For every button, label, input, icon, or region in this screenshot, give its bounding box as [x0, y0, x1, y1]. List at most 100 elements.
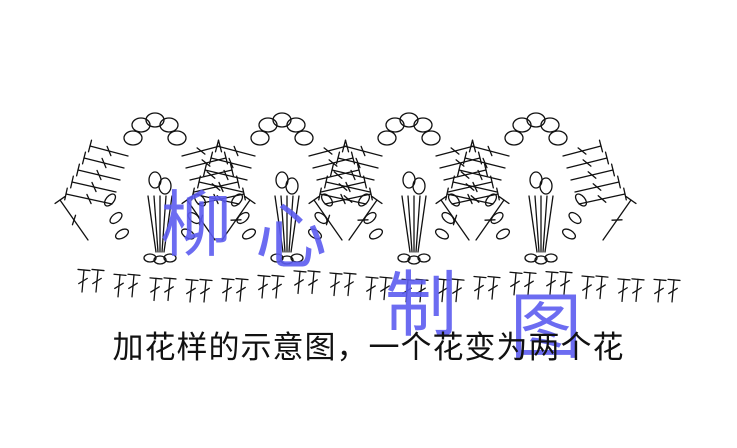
dc-top-bar — [235, 277, 249, 281]
double-crochet-symbol — [379, 276, 393, 301]
dc-cross — [258, 283, 268, 291]
chain-stitch-symbol — [534, 255, 548, 265]
chain-stitch-symbol — [258, 117, 278, 133]
dc-cross — [86, 193, 92, 205]
dc-top-bar — [451, 175, 455, 189]
dc-cross — [201, 159, 211, 167]
chain-stitch-symbol — [280, 255, 294, 265]
double-crochet-symbol — [199, 278, 213, 303]
dc-top-bar — [329, 163, 335, 177]
dc-cross — [128, 282, 138, 290]
double-crochet-symbol — [113, 273, 127, 298]
dc-top-bar — [329, 272, 343, 275]
dc-top-bar — [202, 163, 208, 177]
dc-top-bar — [523, 271, 537, 274]
base-double-crochet-pair — [653, 278, 681, 303]
dc-cross — [452, 287, 462, 294]
chain-stitch-symbol — [544, 253, 558, 263]
dc-cross — [92, 277, 102, 285]
dc-top-bar — [498, 195, 510, 205]
double-crochet-symbol — [75, 163, 121, 181]
dc-cross — [106, 145, 112, 157]
double-crochet-symbol — [566, 151, 610, 169]
dc-top-bar — [401, 278, 415, 281]
dc-cross — [582, 284, 592, 291]
chain-stitch-symbol — [285, 177, 299, 195]
chain-stitch-symbol — [526, 112, 546, 128]
chain-stitch-symbol — [368, 228, 384, 240]
double-crochet-symbol — [343, 272, 357, 297]
dc-cross — [333, 171, 343, 179]
double-crochet-symbol — [631, 278, 645, 303]
dc-cross — [78, 277, 88, 285]
dc-top-bar — [324, 175, 328, 189]
double-crochet-symbol — [221, 277, 235, 302]
chain-stitch-symbol — [377, 130, 397, 146]
dc-top-bar — [214, 139, 220, 153]
dc-cross — [340, 193, 346, 205]
double-crochet-symbol — [54, 195, 89, 241]
double-crochet-symbol — [365, 276, 379, 301]
dc-top-bar — [307, 270, 321, 273]
chain-stitch-symbol — [539, 177, 553, 195]
chain-stitch-symbol — [417, 253, 431, 263]
long-stitch-stem — [401, 195, 411, 253]
chain-stitch-symbol — [484, 193, 498, 207]
chain-stitch-symbol — [250, 130, 270, 146]
double-crochet-symbol — [435, 139, 477, 157]
chain-stitch-symbol — [290, 253, 304, 263]
dc-top-bar — [185, 278, 199, 282]
dc-cross — [196, 147, 206, 155]
chain-stitch-symbol — [421, 130, 441, 146]
double-crochet-symbol — [307, 270, 321, 295]
dc-cross — [482, 157, 488, 169]
dc-top-bar — [113, 273, 127, 276]
chain-stitch-symbol — [363, 211, 377, 225]
watermark-image-signature: 心 — [255, 195, 327, 279]
dc-top-bar — [77, 268, 91, 272]
base-double-crochet-pair — [257, 274, 285, 299]
dc-cross — [218, 181, 224, 193]
dc-cross — [474, 284, 484, 292]
base-double-crochet-pair — [221, 277, 249, 302]
dc-top-bar — [318, 187, 322, 201]
dc-cross — [233, 145, 239, 157]
double-crochet-symbol — [163, 277, 177, 302]
double-crochet-symbol — [602, 195, 637, 241]
dc-cross — [355, 157, 361, 169]
long-stitch-stem — [544, 195, 554, 253]
dc-top-bar — [595, 275, 609, 278]
base-double-crochet-pair — [365, 276, 393, 301]
double-crochet-symbol — [91, 268, 105, 293]
chain-stitch-symbol — [163, 253, 177, 263]
double-crochet-symbol — [468, 139, 510, 157]
dc-cross — [587, 171, 597, 179]
dc-top-bar — [91, 268, 105, 272]
chain-stitch-symbol — [357, 193, 371, 207]
chain-stitch-symbol — [286, 117, 306, 133]
double-crochet-symbol — [545, 270, 559, 295]
dc-cross — [213, 193, 219, 205]
long-stitch-stem — [288, 195, 294, 253]
dc-top-bar — [199, 278, 213, 282]
dc-cross — [228, 157, 234, 169]
dc-top-bar — [581, 275, 595, 278]
dc-cross — [294, 279, 304, 286]
dc-top-bar — [344, 139, 350, 153]
dc-cross — [344, 281, 354, 288]
dc-top-bar — [483, 163, 489, 177]
dc-top-bar — [341, 139, 347, 153]
double-crochet-symbol — [293, 270, 307, 295]
double-crochet-symbol — [185, 278, 199, 303]
dc-top-bar — [653, 278, 667, 282]
double-crochet-symbol — [127, 273, 141, 298]
dc-top-bar — [379, 276, 393, 279]
dc-top-bar — [415, 278, 429, 281]
dc-cross — [402, 287, 412, 295]
double-crochet-symbol — [235, 277, 249, 302]
dc-cross — [198, 214, 204, 226]
dc-cross — [91, 181, 97, 193]
dc-top-bar — [496, 187, 500, 201]
dc-top-bar — [191, 187, 195, 201]
